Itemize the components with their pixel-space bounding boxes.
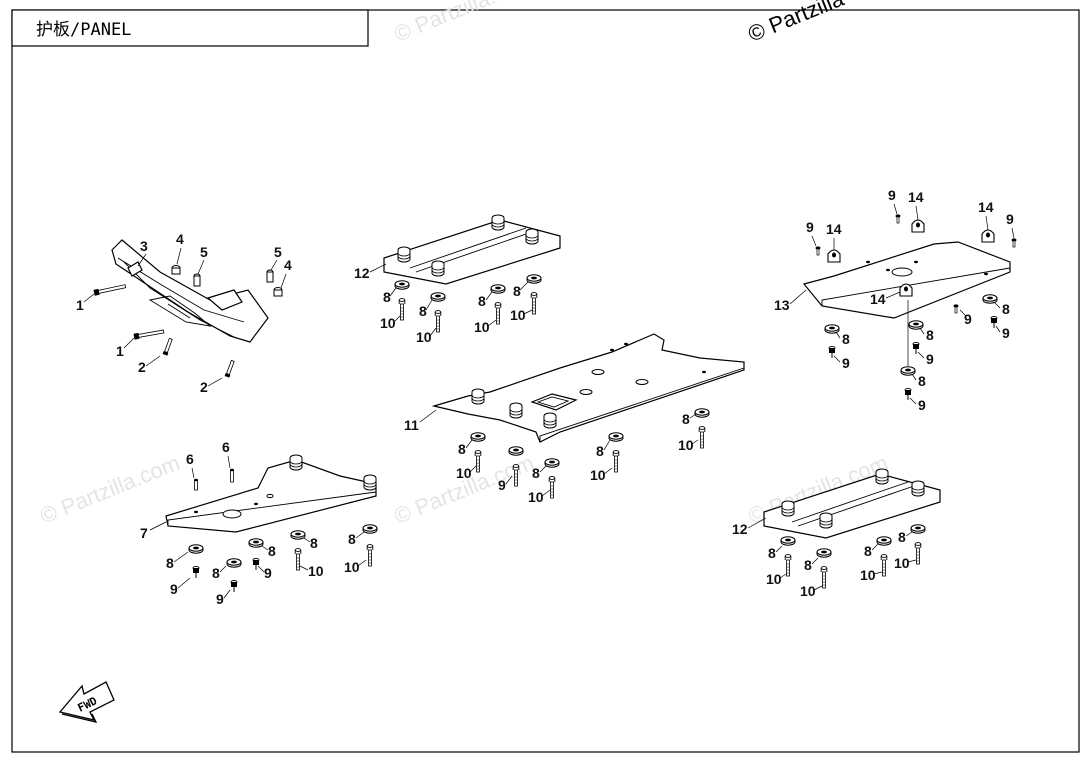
callout-10: 10	[528, 489, 544, 505]
callout-13: 13	[774, 297, 790, 313]
center-skid-assembly: 11 8 9 8 8 8 10 10 10 10	[404, 333, 745, 505]
callout-8: 8	[458, 441, 466, 457]
callout-9: 9	[1002, 325, 1010, 341]
front-guard-assembly: 3 4 5 5 4 1 1 2 2	[76, 231, 292, 395]
callout-8: 8	[596, 443, 604, 459]
callout-10: 10	[474, 319, 490, 335]
callout-8: 8	[268, 543, 276, 559]
callout-9: 9	[1006, 211, 1014, 227]
fwd-arrow: FWD	[58, 681, 115, 723]
title-box	[11, 9, 369, 47]
callout-10: 10	[380, 315, 396, 331]
callout-8: 8	[898, 529, 906, 545]
callout-14: 14	[826, 221, 842, 237]
callout-10: 10	[344, 559, 360, 575]
callout-10: 10	[590, 467, 606, 483]
callout-8: 8	[310, 535, 318, 551]
callout-8: 8	[804, 557, 812, 573]
callout-10: 10	[800, 583, 816, 599]
callout-9: 9	[170, 581, 178, 597]
callout-9: 9	[918, 397, 926, 413]
callout-1: 1	[76, 297, 84, 313]
watermark-faint-3: © Partzilla.com	[391, 450, 538, 529]
callout-6: 6	[186, 451, 194, 467]
page-title: 护板/PANEL	[36, 20, 131, 40]
callout-10: 10	[766, 571, 782, 587]
callout-8: 8	[419, 303, 427, 319]
callout-1: 1	[116, 343, 124, 359]
callout-8: 8	[682, 411, 690, 427]
callout-9: 9	[964, 311, 972, 327]
callout-9: 9	[806, 219, 814, 235]
callout-4: 4	[176, 231, 184, 247]
callout-8: 8	[348, 531, 356, 547]
right-upper-plate-assembly: 13 9 14 9 14 14 9 14 9 8 9 8 9 8 9 8 9	[774, 187, 1017, 413]
callout-10: 10	[416, 329, 432, 345]
callout-2: 2	[138, 359, 146, 375]
callout-7: 7	[140, 525, 148, 541]
callout-10: 10	[308, 563, 324, 579]
callout-14: 14	[908, 189, 924, 205]
callout-9: 9	[216, 591, 224, 607]
callout-10: 10	[678, 437, 694, 453]
callout-4: 4	[284, 257, 292, 273]
callout-12: 12	[354, 265, 370, 281]
callout-5: 5	[274, 244, 282, 260]
callout-8: 8	[918, 373, 926, 389]
callout-8: 8	[1002, 301, 1010, 317]
callout-8: 8	[842, 331, 850, 347]
callout-9: 9	[264, 565, 272, 581]
callout-5: 5	[200, 244, 208, 260]
upper-mid-plate-assembly: 12 8 8 8 8 10 10 10 10	[354, 214, 561, 345]
callout-11: 11	[404, 417, 419, 433]
callout-8: 8	[212, 565, 220, 581]
callout-8: 8	[532, 465, 540, 481]
svg-text:© Partzilla.com: © Partzilla.com	[391, 450, 538, 529]
callout-14: 14	[978, 199, 994, 215]
svg-text:© Partzilla.com: © Partzilla.com	[391, 0, 538, 47]
callout-9: 9	[498, 477, 506, 493]
watermark-main: © Partzilla	[745, 0, 848, 47]
callout-10: 10	[510, 307, 526, 323]
right-lower-plate-assembly: 12 8 8 8 8 10 10 10 10	[732, 468, 941, 599]
callout-9: 9	[888, 187, 896, 203]
callout-6: 6	[222, 439, 230, 455]
callout-8: 8	[478, 293, 486, 309]
callout-10: 10	[456, 465, 472, 481]
callout-8: 8	[383, 289, 391, 305]
callout-8: 8	[926, 327, 934, 343]
watermark-faint-1: © Partzilla.com	[391, 0, 538, 47]
callout-8: 8	[864, 543, 872, 559]
drawing-border	[11, 9, 1080, 753]
callout-8: 8	[768, 545, 776, 561]
callout-8: 8	[166, 555, 174, 571]
callout-14: 14	[870, 291, 886, 307]
callout-9: 9	[842, 355, 850, 371]
callout-10: 10	[860, 567, 876, 583]
watermark-faint-2: © Partzilla.com	[37, 450, 184, 529]
callout-3: 3	[140, 238, 148, 254]
callout-9: 9	[926, 351, 934, 367]
callout-12: 12	[732, 521, 748, 537]
callout-2: 2	[200, 379, 208, 395]
callout-8: 8	[513, 283, 521, 299]
left-lower-plate-assembly: 6 6 7 8 9 8 9 8 9 8 10 8 10	[140, 439, 378, 607]
callout-10: 10	[894, 555, 910, 571]
svg-text:© Partzilla: © Partzilla	[745, 0, 848, 47]
svg-text:© Partzilla.com: © Partzilla.com	[37, 450, 184, 529]
